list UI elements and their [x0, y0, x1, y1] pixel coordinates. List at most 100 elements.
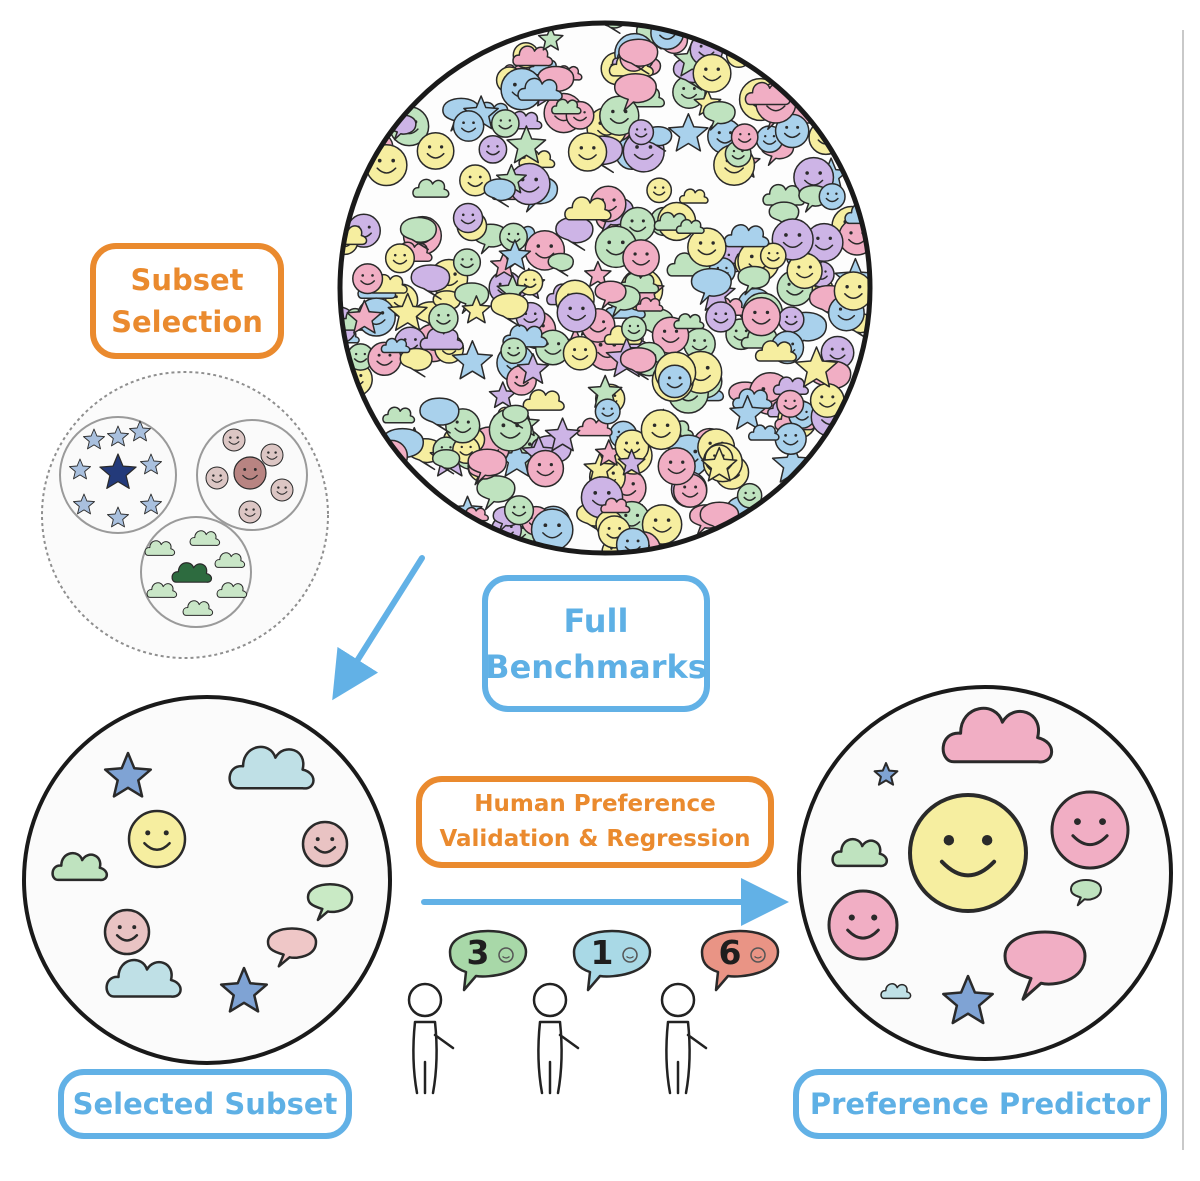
- star-icon: [107, 425, 129, 447]
- speech-bubble-icon: [419, 397, 460, 434]
- smiley-face-icon: [503, 495, 535, 526]
- speech-bubble-icon: [702, 100, 736, 131]
- smiley-face-icon: [628, 119, 655, 146]
- star-icon: [140, 453, 162, 475]
- smiley-face-icon: [260, 443, 284, 467]
- smiley-face-icon: [478, 134, 508, 164]
- smiley-face-icon: [452, 202, 484, 234]
- full-benchmarks-label: Full Benchmarks: [482, 575, 710, 712]
- speech-bubble-icon: [594, 280, 627, 310]
- smiley-face-icon: [233, 456, 267, 490]
- rating-number: 1: [591, 933, 614, 972]
- preference-predictor-circle: [797, 685, 1173, 1061]
- star-icon: [69, 458, 91, 480]
- cloud-icon: [551, 98, 582, 115]
- human-preference-label: Human Preference Validation & Regression: [416, 776, 774, 868]
- speech-bubble-icon: [1070, 879, 1102, 907]
- smiley-face-icon: [622, 239, 660, 277]
- smiley-face-icon: [615, 527, 650, 553]
- star-icon: [942, 974, 994, 1025]
- speech-bubble-icon: [619, 347, 657, 381]
- star-icon: [498, 239, 532, 271]
- cloud-icon: [675, 218, 705, 235]
- cloud-icon: [182, 600, 214, 616]
- human-preference-line-2: Validation & Regression: [439, 826, 751, 852]
- preference-predictor-label: Preference Predictor: [793, 1069, 1167, 1139]
- smiley-face-icon: [687, 227, 727, 267]
- cloud-icon: [880, 983, 912, 1000]
- stick-figure-icon: [532, 982, 580, 1095]
- smiley-face-icon: [741, 296, 781, 337]
- smiley-face-icon: [562, 335, 598, 371]
- subset-selection-label: Subset Selection: [90, 243, 284, 359]
- smiley-face-icon: [222, 428, 246, 452]
- star-icon: [729, 394, 766, 430]
- smiley-face-icon: [776, 389, 805, 418]
- stick-figure-icon: [660, 982, 708, 1095]
- smiley-face-icon: [452, 248, 482, 277]
- star-icon: [107, 506, 129, 528]
- speech-bubble-icon: [483, 178, 516, 208]
- selected-subset-text: Selected Subset: [72, 1087, 338, 1121]
- smiley-face-icon: [416, 131, 455, 170]
- cloud-icon: [941, 706, 1054, 764]
- smiley-face-icon: [452, 110, 485, 142]
- cloud-icon: [748, 424, 780, 441]
- star-icon: [701, 446, 738, 482]
- smiley-face-icon: [238, 500, 262, 524]
- cloud-icon: [144, 540, 176, 556]
- subset-clusters-circle: [41, 371, 329, 659]
- star-icon: [516, 353, 550, 384]
- speech-bubble-icon: [690, 268, 732, 305]
- cloud-icon: [678, 188, 709, 204]
- cloud-icon: [635, 297, 664, 312]
- cloud-icon: [512, 45, 554, 67]
- smiley-face-icon: [657, 447, 696, 486]
- smiley-face-icon: [730, 123, 759, 152]
- speech-bubble-icon: [598, 23, 627, 34]
- speech-bubble-icon: [431, 448, 461, 475]
- smiley-face-icon: [301, 820, 349, 868]
- arrow-icon: [332, 555, 425, 701]
- emoji-icon: [498, 947, 514, 963]
- smiley-face-icon: [384, 243, 416, 274]
- star-icon: [506, 125, 547, 164]
- smiley-face-icon: [640, 409, 682, 451]
- speech-bubble-icon: [467, 448, 508, 485]
- cloud-icon: [517, 77, 563, 101]
- star-icon: [584, 260, 612, 288]
- star-icon: [451, 340, 494, 380]
- cloud-icon: [382, 406, 416, 424]
- smiley-face-icon: [759, 242, 787, 270]
- smiley-face-icon: [818, 182, 846, 211]
- speech-bubble-icon: [306, 883, 354, 922]
- cloud-icon: [228, 745, 315, 790]
- star-icon: [617, 448, 646, 476]
- smiley-face-icon: [205, 466, 229, 490]
- smiley-face-icon: [127, 809, 187, 869]
- smiley-face-icon: [705, 301, 737, 333]
- star-icon: [668, 113, 709, 152]
- star-icon: [346, 299, 383, 334]
- star-icon: [873, 762, 899, 786]
- star-icon: [73, 493, 95, 515]
- smiley-face-icon: [352, 263, 384, 295]
- star-icon: [537, 25, 564, 51]
- smiley-face-icon: [1050, 790, 1130, 870]
- star-icon: [83, 428, 105, 450]
- star-icon: [219, 966, 269, 1013]
- subset-selection-line-1: Subset: [130, 263, 244, 297]
- rating-number: 3: [467, 933, 490, 972]
- speech-bubble-icon: [618, 38, 659, 75]
- smiley-face-icon: [774, 113, 810, 149]
- star-icon: [140, 493, 162, 515]
- cloud-icon: [214, 552, 246, 568]
- emoji-icon: [750, 947, 766, 963]
- cloud-icon: [146, 582, 178, 598]
- cloud-icon: [412, 178, 450, 198]
- cloud-icon: [189, 530, 221, 546]
- preference-predictor-text: Preference Predictor: [809, 1087, 1151, 1121]
- stick-figure-icon: [407, 982, 455, 1095]
